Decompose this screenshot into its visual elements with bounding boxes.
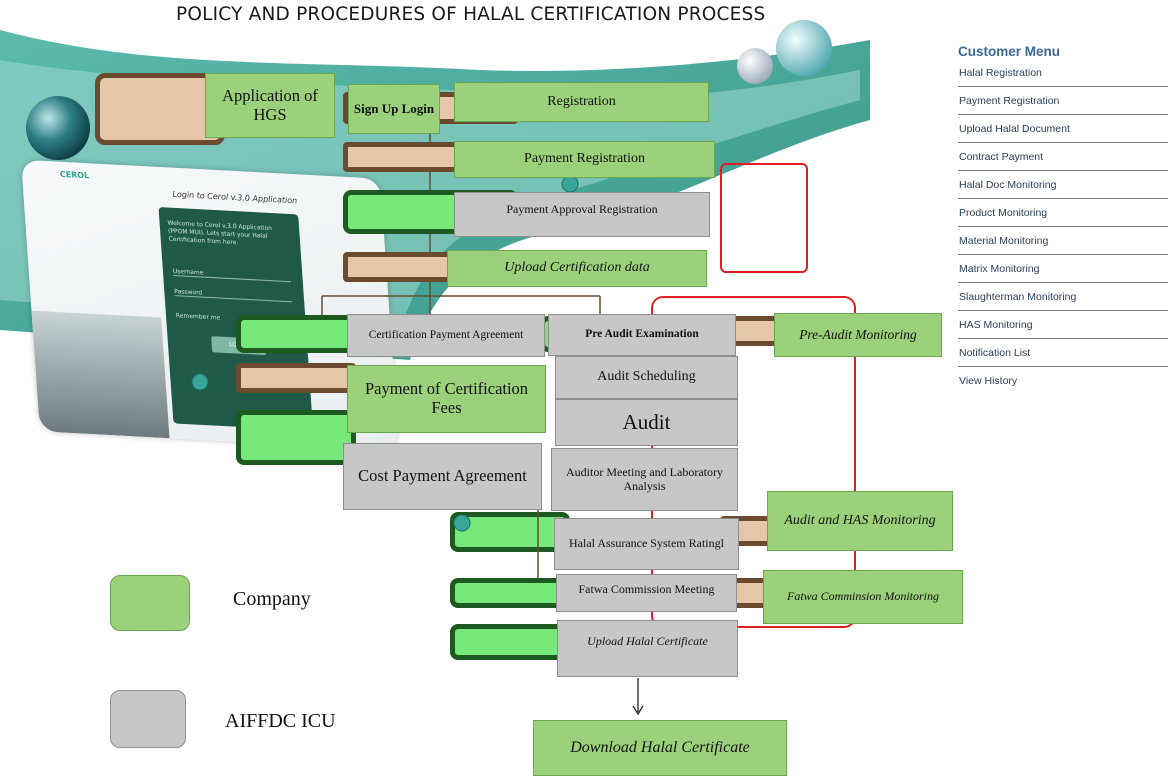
menu-item-contract-payment[interactable]: Contract Payment: [958, 149, 1168, 171]
menu-item-upload-halal-document[interactable]: Upload Halal Document: [958, 121, 1168, 143]
step-auditor-meeting[interactable]: Auditor Meeting and Laboratory Analysis: [551, 448, 738, 511]
flow-connectors: [191, 128, 644, 716]
rail-upload-cert: [450, 624, 570, 660]
menu-item-halal-doc-monitoring[interactable]: Halal Doc Monitoring: [958, 177, 1168, 199]
menu-item-view-history[interactable]: View History: [959, 375, 1018, 387]
step-audit-has-monitoring[interactable]: Audit and HAS Monitoring: [767, 491, 953, 551]
menu-item-slaughterman-monitoring[interactable]: Slaughterman Monitoring: [958, 289, 1168, 311]
page-title: POLICY AND PROCEDURES OF HALAL CERTIFICA…: [176, 4, 766, 25]
step-upload-halal-cert[interactable]: Upload Halal Certificate: [557, 620, 738, 677]
customer-menu-title: Customer Menu: [958, 44, 1061, 59]
step-application[interactable]: Application of HGS: [205, 73, 335, 138]
step-payment-approval[interactable]: Payment Approval Registration: [454, 192, 710, 237]
step-audit-scheduling[interactable]: Audit Scheduling: [555, 356, 738, 399]
menu-item-matrix-monitoring[interactable]: Matrix Monitoring: [958, 261, 1168, 283]
step-upload-cert-data[interactable]: Upload Certification data: [447, 250, 707, 287]
monitoring-outline-top: [720, 163, 808, 273]
step-signup-login[interactable]: Sign Up Login: [348, 84, 440, 134]
step-registration[interactable]: Registration: [454, 82, 709, 122]
step-pre-audit-exam[interactable]: Pre Audit Examination: [548, 314, 736, 356]
menu-item-product-monitoring[interactable]: Product Monitoring: [958, 205, 1168, 227]
menu-item-material-monitoring[interactable]: Material Monitoring: [958, 233, 1168, 255]
step-pre-audit-monitoring[interactable]: Pre-Audit Monitoring: [774, 313, 942, 357]
menu-item-notification-list[interactable]: Notification List: [958, 345, 1168, 367]
legend-swatch-company: [110, 575, 190, 631]
rail-cert-payment: [236, 315, 356, 353]
menu-item-has-monitoring[interactable]: HAS Monitoring: [958, 317, 1168, 339]
step-cert-payment-agreement[interactable]: Certification Payment Agreement: [347, 314, 545, 357]
step-payment-registration[interactable]: Payment Registration: [454, 141, 715, 178]
menu-item-payment-registration[interactable]: Payment Registration: [958, 93, 1168, 115]
menu-item-halal-registration[interactable]: Halal Registration: [958, 65, 1168, 87]
step-payment-cert-fees[interactable]: Payment of Certification Fees: [347, 365, 546, 433]
legend-label-aiffdc: AIFFDC ICU: [225, 710, 336, 732]
legend-swatch-aiffdc: [110, 690, 186, 748]
step-fatwa-meeting[interactable]: Fatwa Commission Meeting: [556, 574, 737, 612]
step-cost-payment-agreement[interactable]: Cost Payment Agreement: [343, 443, 542, 510]
step-fatwa-monitoring[interactable]: Fatwa Comminsion Monitoring: [763, 570, 963, 624]
step-audit[interactable]: Audit: [555, 399, 738, 446]
customer-menu: Customer Menu Halal Registration Payment…: [958, 44, 1168, 401]
step-download-halal-cert[interactable]: Download Halal Certificate: [533, 720, 787, 776]
rail-cost-payment: [236, 410, 356, 465]
legend-label-company: Company: [233, 588, 311, 610]
step-has-rating[interactable]: Halal Assurance System Ratingl: [554, 518, 739, 570]
